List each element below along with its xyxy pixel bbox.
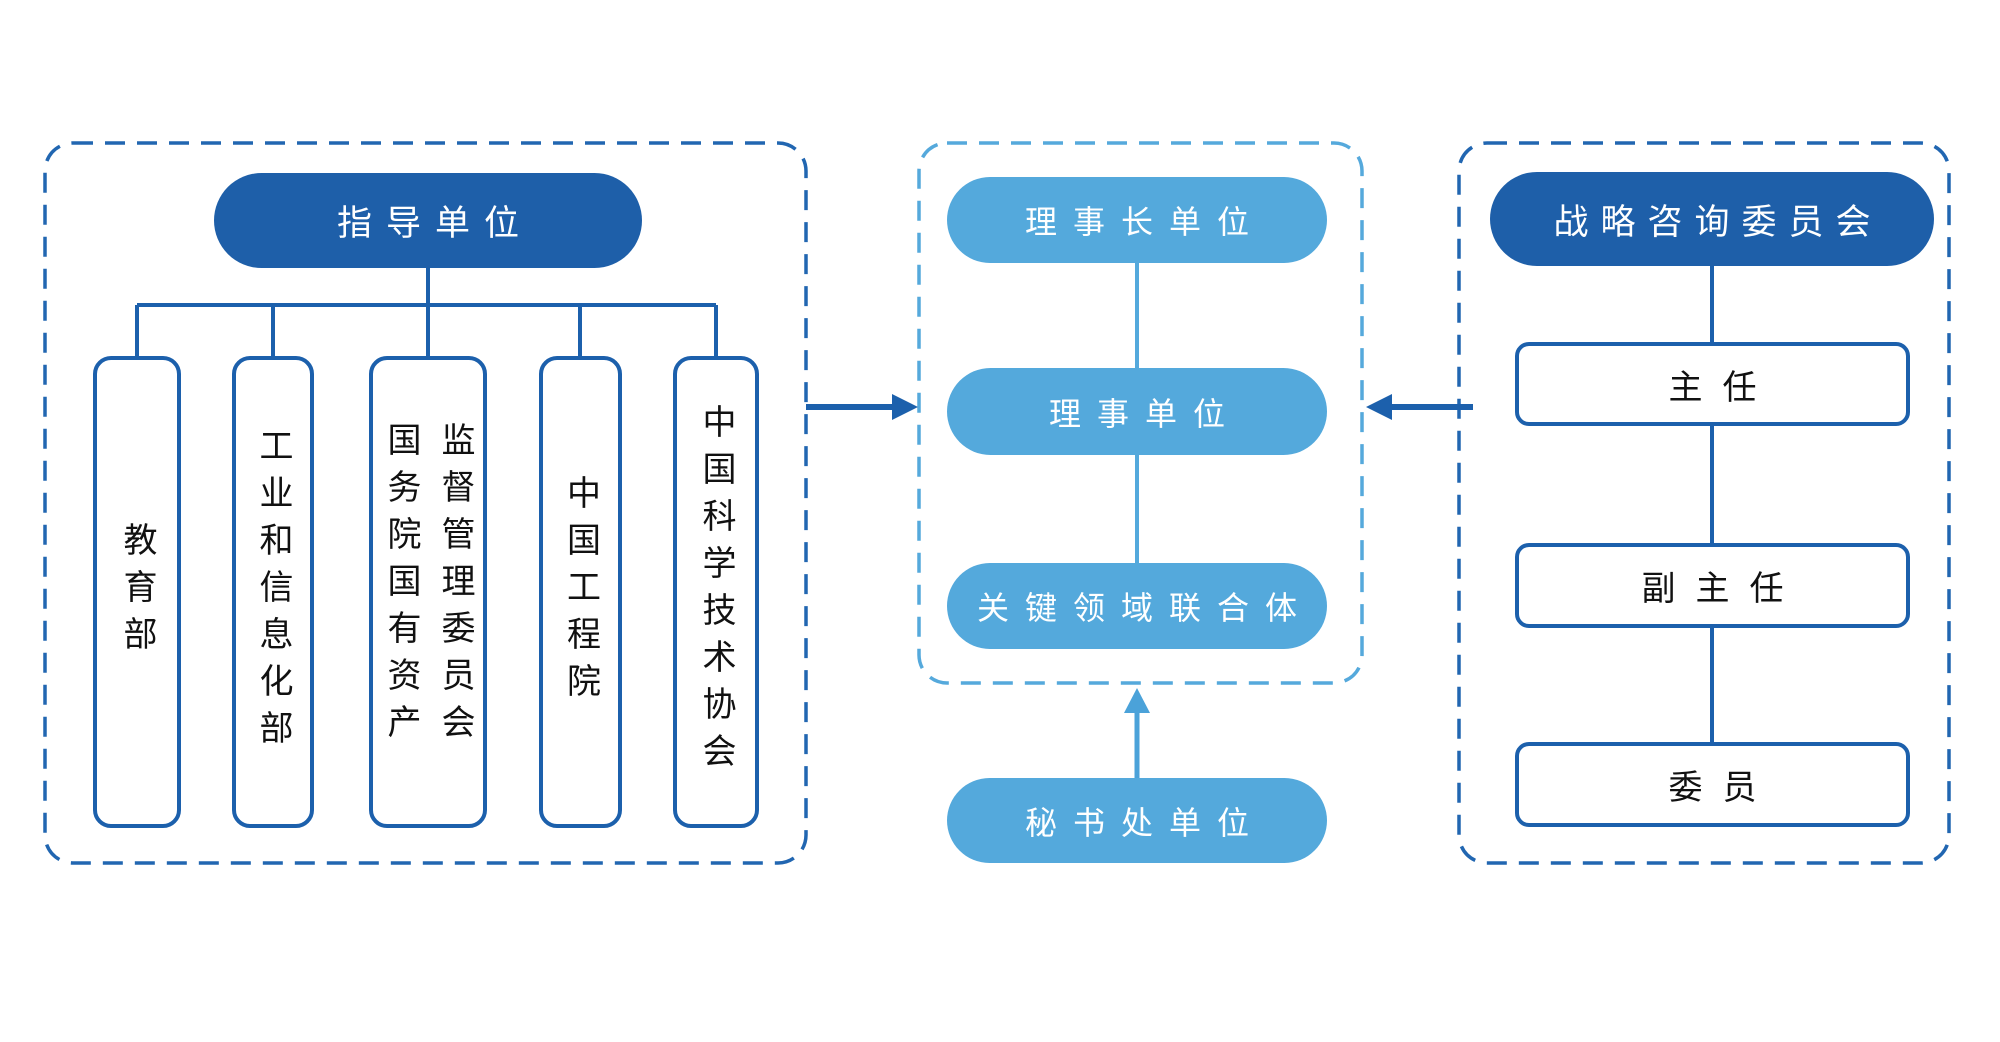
unit-box-3: 国务院国有资产监督管理委员会: [369, 356, 487, 828]
key-domain-consortium-pill: 关键领域联合体: [947, 563, 1327, 649]
role-label: 副主任: [1641, 570, 1804, 608]
unit-box-5: 中国科学技术协会: [673, 356, 759, 828]
center-panel-dashed-border: [917, 141, 1364, 685]
unit-box-2: 工业和信息化部: [232, 356, 314, 828]
unit-box-4: 中国工程院: [539, 356, 622, 828]
role-label: 委员: [1668, 769, 1777, 807]
director-unit-label: 理事单位: [1048, 395, 1241, 432]
left-panel-dashed-border: [43, 141, 808, 865]
director-unit-pill: 理事单位: [947, 368, 1327, 455]
role-label: 主任: [1668, 368, 1777, 407]
role-box-member: 委员: [1515, 742, 1910, 827]
unit-label: 中国工程院: [561, 474, 600, 710]
role-box-director: 主任: [1515, 342, 1910, 426]
arrow-left-to-center: [806, 394, 918, 420]
secretariat-unit-pill: 秘书处单位: [947, 778, 1327, 863]
strategic-advisory-committee-label: 战略咨询委员会: [1553, 202, 1883, 242]
role-box-deputy-director: 副主任: [1515, 543, 1910, 628]
secretariat-unit-label: 秘书处单位: [1024, 804, 1265, 841]
chairman-unit-label: 理事长单位: [1024, 204, 1265, 240]
strategic-advisory-committee-pill: 战略咨询委员会: [1490, 172, 1934, 266]
unit-label: 国务院国有资产监督管理委员会: [382, 422, 474, 751]
key-domain-consortium-label: 关键领域联合体: [976, 590, 1313, 626]
unit-label: 工业和信息化部: [254, 427, 292, 757]
unit-label: 教育部: [118, 521, 156, 663]
chairman-unit-pill: 理事长单位: [947, 177, 1327, 263]
left-tree-connector: [135, 268, 718, 356]
unit-label: 中国科学技术协会: [697, 404, 735, 780]
arrow-right-to-center: [1366, 394, 1473, 420]
guiding-units-label: 指导单位: [336, 204, 533, 243]
guiding-units-pill: 指导单位: [214, 173, 642, 268]
arrow-secretariat-up: [1124, 688, 1150, 778]
unit-box-1: 教育部: [93, 356, 181, 828]
right-panel-dashed-border: [1457, 141, 1951, 865]
